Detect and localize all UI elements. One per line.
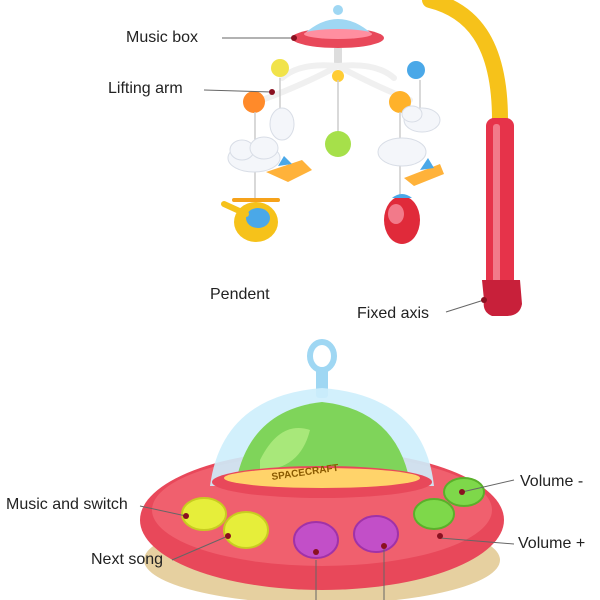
- volume-plus-button: [413, 498, 455, 530]
- hanging-ring: [307, 339, 337, 373]
- label-next-song: Next song: [91, 551, 164, 568]
- arm-curve: [422, 0, 508, 128]
- fixed-axis-clamp: [482, 280, 522, 316]
- next-song-button: [223, 511, 269, 549]
- pendent-helicopter: [221, 198, 280, 242]
- cloud-left: [227, 136, 281, 173]
- pendent-strawberry: [384, 194, 420, 244]
- plane-right: [404, 164, 444, 186]
- label-music-box: Music box: [126, 29, 199, 46]
- label-lifting-arm: Lifting arm: [108, 80, 183, 97]
- label-fixed-axis: Fixed axis: [357, 305, 430, 322]
- purple-button-right: [353, 515, 399, 553]
- purple-button-left: [293, 521, 339, 559]
- plane-left: [266, 160, 312, 182]
- cloud-small: [269, 107, 295, 141]
- music-switch-button: [181, 497, 227, 531]
- green-ball: [325, 131, 351, 157]
- label-volume-minus: Volume -: [520, 473, 584, 490]
- label-volume-plus: Volume +: [518, 535, 586, 552]
- label-pendent: Pendent: [210, 286, 270, 303]
- label-music-and-switch: Music and switch: [6, 496, 128, 513]
- cloud-right: [377, 105, 441, 167]
